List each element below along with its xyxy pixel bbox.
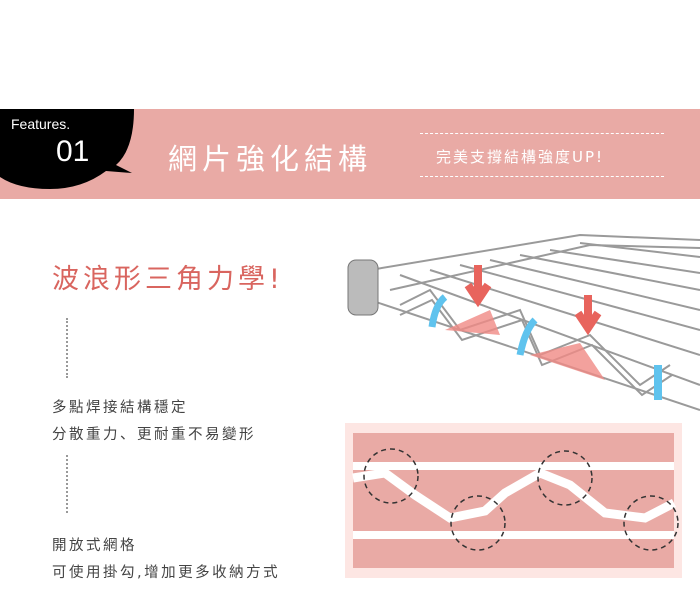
banner-subtitle: 完美支撐結構強度UP!: [436, 148, 605, 166]
point-1-line-2: 分散重力、更耐重不易變形: [52, 427, 256, 443]
divider: [420, 176, 664, 177]
headline: 波浪形三角力學!: [52, 264, 284, 295]
point-2-line-1: 開放式網格: [52, 538, 137, 554]
speech-bubble: [0, 109, 134, 189]
wire-shelf-photo: [347, 233, 700, 411]
divider: [420, 133, 664, 134]
features-label: Features.: [11, 116, 71, 132]
banner-title: 網片強化結構: [168, 142, 373, 176]
point-1-line-1: 多點焊接結構穩定: [52, 400, 188, 416]
point-2-line-2: 可使用掛勾,增加更多收納方式: [52, 565, 281, 581]
dotted-divider: [66, 318, 68, 378]
dotted-divider: [66, 455, 68, 513]
wave-structure-diagram: [345, 423, 682, 578]
feature-number: 01: [56, 135, 90, 168]
